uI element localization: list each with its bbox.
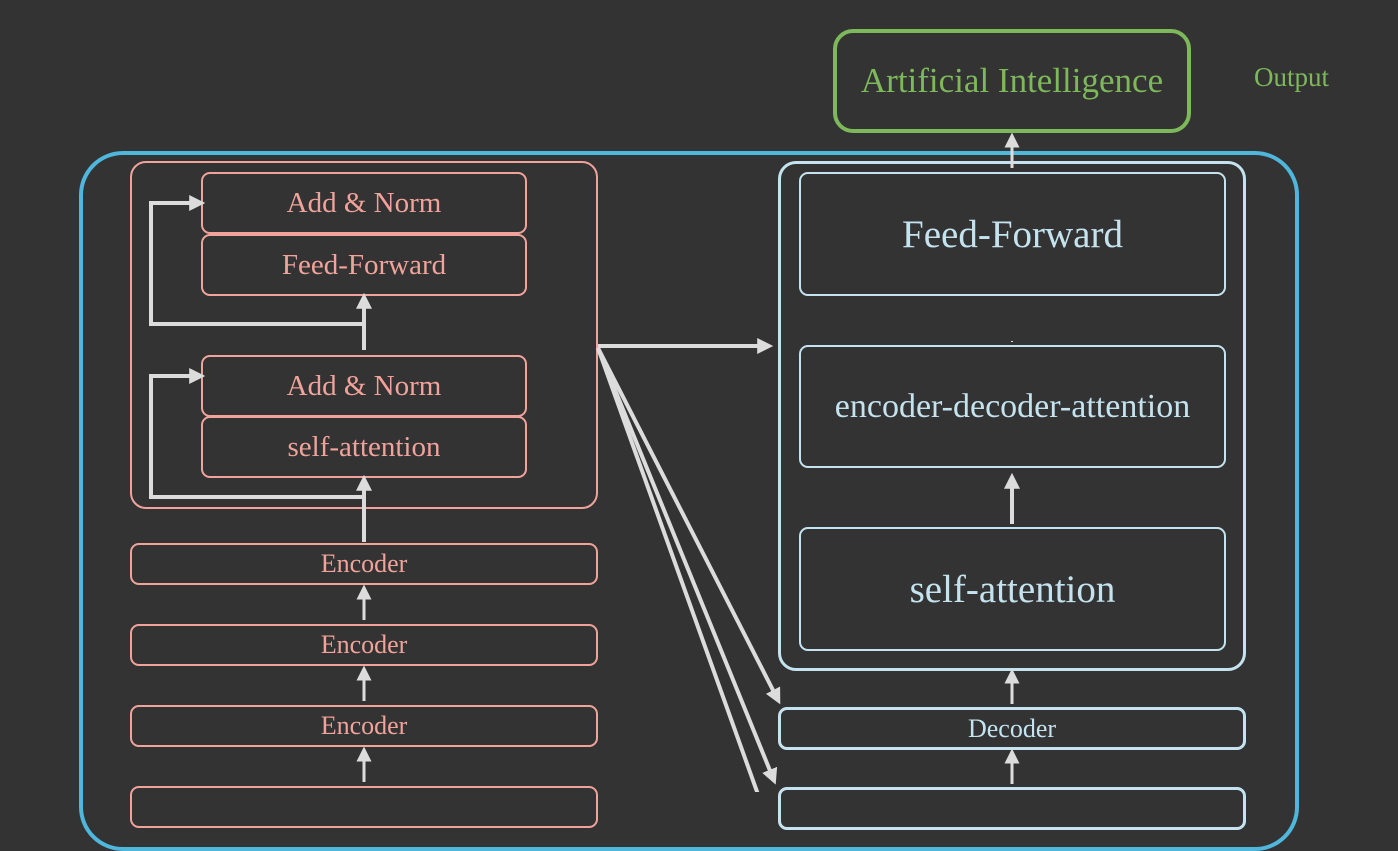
encoder-stack-label: Encoder [320, 549, 408, 578]
residual-arrow-top [149, 195, 364, 326]
output-box: Artificial Intelligence [833, 29, 1191, 133]
residual-arrow-bottom [149, 368, 364, 499]
decoder-feed-forward-label: Feed-Forward [902, 212, 1123, 256]
decoder-self-attention: self-attention [799, 527, 1226, 651]
arrow-encoder-to-decoder-2 [596, 347, 778, 785]
output-label: Output [1254, 62, 1330, 92]
encoder-add-norm-bottom-label: Add & Norm [286, 369, 442, 402]
encoder-add-norm-top-label: Add & Norm [286, 186, 442, 219]
decoder-self-attention-label: self-attention [909, 567, 1116, 611]
encoder-stack-item: Encoder [130, 543, 598, 585]
encoder-stack-item: Encoder [130, 624, 598, 666]
encoder-self-attention-label: self-attention [287, 430, 441, 463]
decoder-stack-item-partial [778, 787, 1246, 830]
decoder-stack-label: Decoder [967, 713, 1057, 743]
decoder-enc-dec-attention-label: encoder-decoder-attention [834, 387, 1191, 425]
decoder-enc-dec-attention: encoder-decoder-attention [799, 345, 1226, 468]
output-box-label: Artificial Intelligence [860, 61, 1164, 100]
arrows-layer [149, 132, 1020, 792]
encoder-stack-item-partial [130, 786, 598, 828]
arrow-encoder-to-decoder-3 [596, 347, 760, 792]
arrow-encoder-to-decoder-1 [596, 347, 781, 705]
encoder-stack-label: Encoder [320, 711, 408, 740]
decoder-feed-forward: Feed-Forward [799, 172, 1226, 296]
encoder-feed-forward-label: Feed-Forward [281, 248, 447, 281]
encoder-stack-item: Encoder [130, 705, 598, 747]
encoder-stack-label: Encoder [320, 630, 408, 659]
